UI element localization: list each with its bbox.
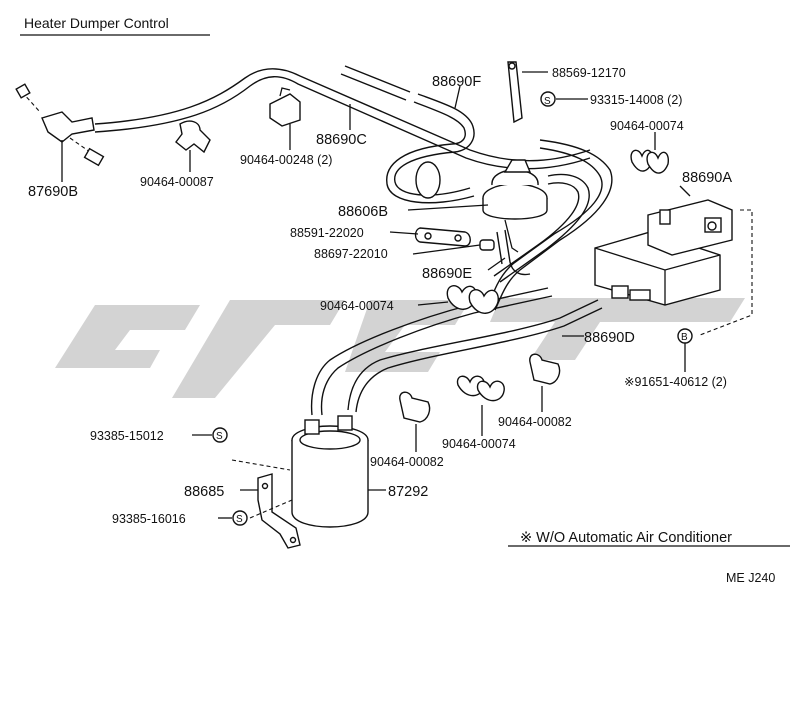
label-87690B: 87690B xyxy=(28,184,78,200)
rod-88591-22020 xyxy=(414,227,471,247)
clips-90464-00082-a xyxy=(399,391,431,423)
label-88690D: 88690D xyxy=(584,330,635,346)
label-90464-00248: 90464-00248 (2) xyxy=(240,153,332,167)
label-90464-00074-mid: 90464-00074 xyxy=(320,299,394,313)
watermark-logo xyxy=(55,298,745,398)
svg-text:B: B xyxy=(681,332,688,343)
label-88690A: 88690A xyxy=(682,170,732,186)
valve-box-88690A xyxy=(594,199,753,336)
clips-90464-00074-top xyxy=(630,149,670,174)
label-93385-15012: 93385-15012 xyxy=(90,429,164,443)
marker-s-93315: S xyxy=(540,91,556,107)
label-88685: 88685 xyxy=(184,484,224,500)
bracket-88685 xyxy=(231,459,301,549)
clips-90464-00082-b xyxy=(529,353,561,385)
label-93315-14008: 93315-14008 (2) xyxy=(590,93,682,107)
svg-text:S: S xyxy=(236,514,243,525)
label-88591-22020: 88591-22020 xyxy=(290,226,364,240)
label-90464-00082-a: 90464-00082 xyxy=(370,455,444,469)
svg-text:S: S xyxy=(216,431,223,442)
diagram-title: Heater Dumper Control xyxy=(24,15,169,31)
label-90464-00082-b: 90464-00082 xyxy=(498,415,572,429)
connector-87690B xyxy=(15,83,105,167)
bolt-88697-22010 xyxy=(479,239,495,251)
marker-s-93385-15012: S xyxy=(212,427,228,443)
marker-b-91651: B xyxy=(677,328,693,344)
leader-lines xyxy=(61,71,790,547)
reference-code: ME J240 xyxy=(726,571,775,585)
label-87292: 87292 xyxy=(388,484,428,500)
label-88606B: 88606B xyxy=(338,204,388,220)
clip-90464-00087 xyxy=(175,120,211,154)
part-labels: 87690B 90464-00087 90464-00248 (2) 88690… xyxy=(28,66,732,526)
marker-s-93385-16016: S xyxy=(232,510,248,526)
label-88569-12170: 88569-12170 xyxy=(552,66,626,80)
label-88690E: 88690E xyxy=(422,266,472,282)
label-90464-00087: 90464-00087 xyxy=(140,175,214,189)
pin-88569-12170 xyxy=(507,61,523,124)
svg-text:S: S xyxy=(544,96,551,107)
clamp-90464-00248 xyxy=(269,87,301,127)
label-90464-00074-low: 90464-00074 xyxy=(442,437,516,451)
label-93385-16016: 93385-16016 xyxy=(112,512,186,526)
clips-90464-00074-low xyxy=(456,375,505,402)
label-88690F: 88690F xyxy=(432,74,481,90)
label-90464-00074-top: 90464-00074 xyxy=(610,119,684,133)
vacuum-hoses xyxy=(94,65,613,416)
label-91651-40612: ※91651-40612 (2) xyxy=(624,375,727,389)
clips-90464-00074-mid xyxy=(446,285,499,314)
label-88697-22010: 88697-22010 xyxy=(314,247,388,261)
footnote: ※ W/O Automatic Air Conditioner xyxy=(520,530,732,546)
label-88690C: 88690C xyxy=(316,132,367,148)
canister-87292 xyxy=(291,415,369,528)
actuator-88606B xyxy=(415,159,548,253)
